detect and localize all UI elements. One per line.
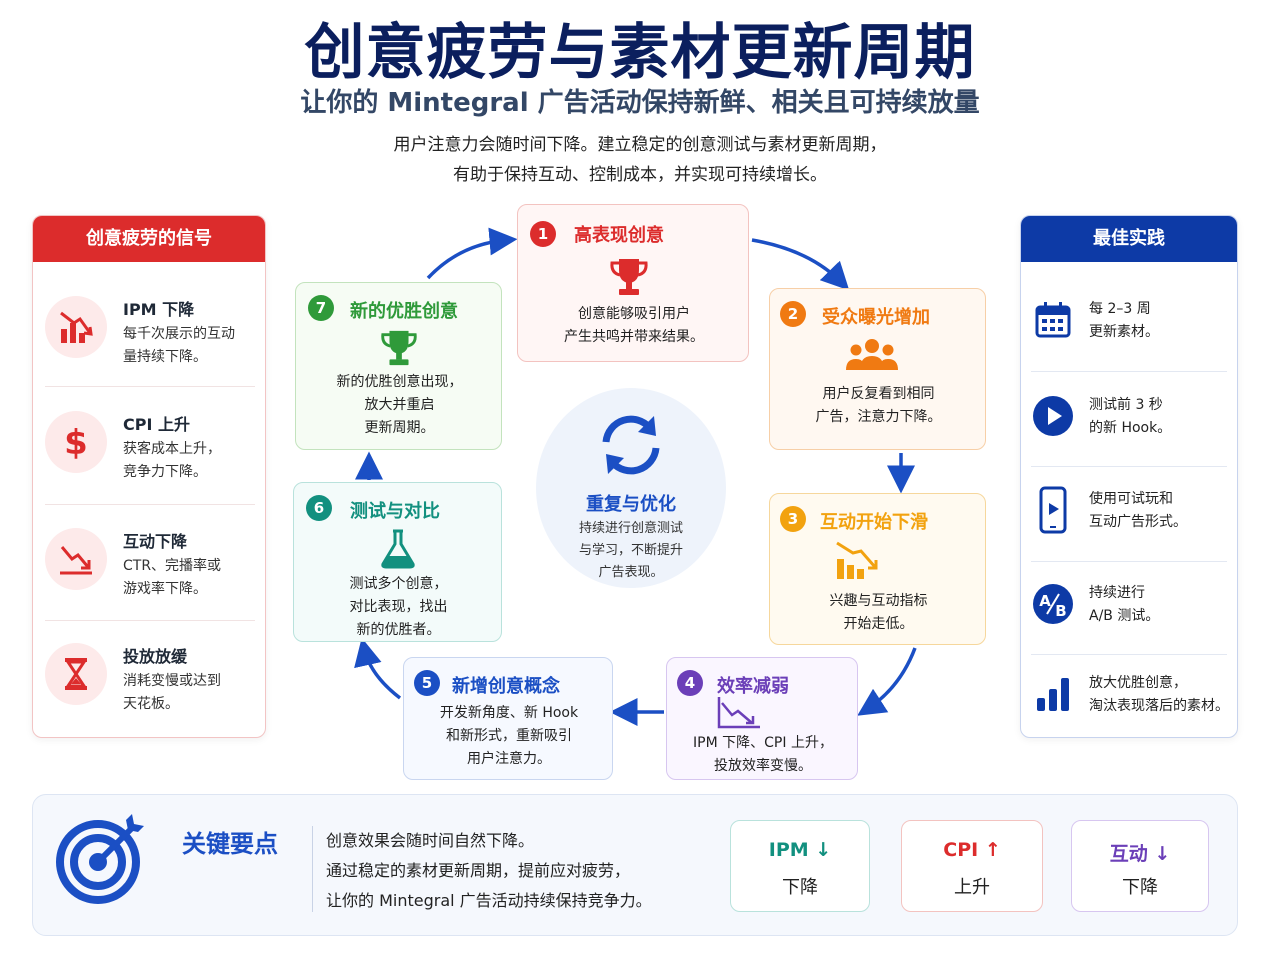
signal-title: IPM 下降 (123, 300, 195, 319)
metric-card-engagement: 互动 ↓ 下降 (1071, 820, 1209, 912)
center-title: 重复与优化 (586, 494, 676, 515)
signal-description: 每千次展示的互动量持续下降。 (123, 326, 235, 365)
step-number: 6 (306, 495, 332, 521)
page-subtitle: 让你的 Mintegral 广告活动保持新鲜、相关且可持续放量 (300, 88, 980, 118)
cycle-step-7: 7 新的优胜创意 新的优胜创意出现，放大并重启更新周期。 (295, 282, 502, 450)
cycle-step-3: 3 互动开始下滑 兴趣与互动指标开始走低。 (769, 493, 986, 645)
step-description: 创意能够吸引用户产生共鸣并带来结果。 (564, 306, 704, 345)
best-practice-text: 使用可试玩和互动广告形式。 (1089, 491, 1187, 530)
best-practice-text: 测试前 3 秒的新 Hook。 (1089, 397, 1172, 436)
svg-text:$: $ (64, 423, 88, 462)
step-number: 7 (308, 295, 334, 321)
svg-text:A: A (1039, 592, 1051, 610)
step-description: 兴趣与互动指标开始走低。 (829, 593, 928, 632)
arrow-down-icon: ↓ (1154, 843, 1171, 865)
signal-title: 投放放缓 (123, 647, 188, 666)
key-takeaways-title: 关键要点 (182, 830, 278, 858)
cycle-step-4: 4 效率减弱 IPM 下降、CPI 上升，投放效率变慢。 (666, 657, 858, 780)
audience-icon (842, 337, 902, 373)
arrow-up-icon: ↑ (984, 839, 1001, 861)
mobile-play-icon (1031, 486, 1075, 534)
cycle-step-2: 2 受众曝光增加 用户反复看到相同广告，注意力下降。 (769, 288, 986, 450)
best-practice-text: 每 2–3 周更新素材。 (1089, 301, 1159, 340)
metric-label: IPM ↓ (768, 839, 832, 861)
line-decline-icon (715, 694, 763, 730)
target-icon (56, 814, 144, 904)
cycle-step-1: 1 高表现创意 创意能够吸引用户产生共鸣并带来结果。 (517, 204, 749, 362)
step-number: 5 (414, 670, 440, 696)
step-description: 用户反复看到相同广告，注意力下降。 (815, 386, 942, 425)
metric-state: 下降 (1122, 877, 1158, 898)
hourglass-icon (45, 643, 107, 705)
signal-description: 消耗变慢或达到天花板。 (123, 673, 221, 712)
best-practice-text: 放大优胜创意，淘汰表现落后的素材。 (1089, 675, 1229, 714)
chart-decline-icon (832, 536, 884, 584)
signals-panel-title: 创意疲劳的信号 (33, 216, 265, 262)
best-practices-panel-title: 最佳实践 (1021, 216, 1237, 262)
step-number: 4 (677, 670, 703, 696)
signal-description: CTR、完播率或游戏率下降。 (123, 558, 222, 597)
step-number: 1 (530, 221, 556, 247)
step-description: 测试多个创意，对比表现，找出新的优胜者。 (349, 576, 448, 638)
arrow-down-icon: ↓ (815, 839, 832, 861)
key-takeaways-text: 创意效果会随时间自然下降。 通过稳定的素材更新周期，提前应对疲劳， 让你的 Mi… (326, 831, 652, 910)
trophy-icon (604, 255, 654, 299)
step-title: 新增创意概念 (452, 676, 560, 697)
play-icon (1031, 394, 1075, 438)
page-description: 用户注意力会随时间下降。建立稳定的创意测试与素材更新周期， 有助于保持互动、控制… (0, 130, 1280, 190)
step-number: 2 (780, 301, 806, 327)
signals-panel: 创意疲劳的信号 IPM 下降 每千次展示的互动量持续下降。 $ CPI 上升 获… (32, 215, 266, 738)
bar-chart-up-icon (1031, 672, 1075, 716)
signal-title: 互动下降 (123, 532, 188, 551)
refresh-icon (602, 415, 660, 475)
step-title: 互动开始下滑 (820, 512, 928, 533)
signal-title: CPI 上升 (123, 415, 190, 434)
page-title: 创意疲劳与素材更新周期 (304, 18, 976, 88)
step-title: 效率减弱 (717, 676, 789, 697)
cycle-step-6: 6 测试与对比 测试多个创意，对比表现，找出新的优胜者。 (293, 482, 502, 642)
step-title: 测试与对比 (350, 501, 440, 522)
signal-description: 获客成本上升，竞争力下降。 (123, 441, 221, 480)
metric-label: 互动 ↓ (1109, 843, 1171, 865)
key-takeaways-panel (32, 794, 1238, 936)
step-title: 受众曝光增加 (822, 307, 930, 328)
trophy-icon (374, 327, 424, 369)
flask-icon (376, 527, 420, 571)
metric-state: 下降 (782, 877, 818, 898)
step-title: 高表现创意 (574, 225, 664, 246)
trend-down-icon (45, 528, 107, 590)
center-description: 持续进行创意测试与学习，不断提升广告表现。 (578, 521, 683, 580)
bar-chart-down-icon (45, 296, 107, 358)
metric-label: CPI ↑ (943, 839, 1001, 861)
step-title: 新的优胜创意 (350, 301, 458, 322)
step-description: 新的优胜创意出现，放大并重启更新周期。 (336, 374, 463, 436)
description-line: 有助于保持互动、控制成本，并实现可持续增长。 (453, 165, 827, 185)
svg-text:B: B (1055, 602, 1066, 620)
best-practices-panel: 最佳实践 每 2–3 周更新素材。 测试前 3 秒的新 Hook。 使用可试玩和… (1020, 215, 1238, 738)
dollar-icon: $ (45, 411, 107, 473)
step-number: 3 (780, 506, 806, 532)
metric-card-ipm: IPM ↓ 下降 (730, 820, 870, 912)
metric-card-cpi: CPI ↑ 上升 (901, 820, 1043, 912)
metric-state: 上升 (954, 877, 990, 898)
description-line: 用户注意力会随时间下降。建立稳定的创意测试与素材更新周期， (393, 135, 887, 155)
calendar-icon (1031, 298, 1075, 342)
step-description: IPM 下降、CPI 上升，投放效率变慢。 (693, 735, 833, 774)
